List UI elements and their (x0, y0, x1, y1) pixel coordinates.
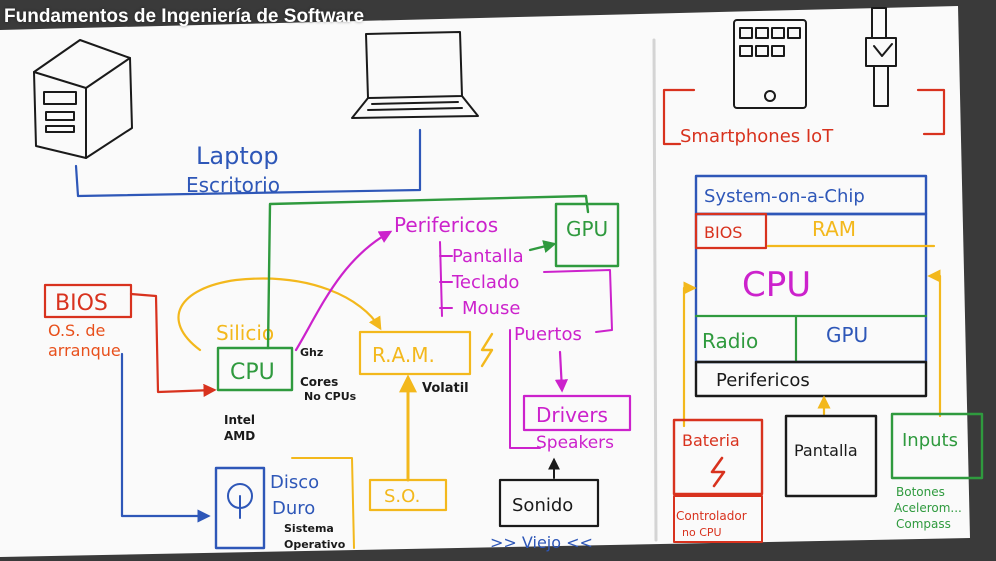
ghz-label: Ghz (300, 346, 323, 359)
silicio-loop (177, 277, 382, 352)
puertos-label: Puertos (514, 324, 582, 345)
pantalla-label: Pantalla (452, 246, 524, 267)
sistema-label: Sistema (284, 522, 334, 535)
soc-cpu-label: CPU (742, 265, 811, 305)
laptop-label: Laptop (196, 142, 279, 170)
ram-box (358, 330, 472, 376)
silicio-label: Silicio (216, 321, 274, 345)
disco-so-bracket (291, 457, 355, 549)
cpu-to-perifericos-arrow (294, 230, 393, 352)
soc-bios-cell (694, 212, 768, 250)
controlador-label: Controlador (676, 509, 747, 523)
bateria-box (672, 418, 764, 496)
inputs-to-soc-arrow (927, 269, 942, 418)
no-cpus-label: No CPUs (304, 390, 357, 403)
smartphones-iot-label: Smartphones IoT (680, 126, 834, 147)
bios-to-disco-arrow (120, 352, 211, 523)
viejo-label: >> Viejo << (490, 533, 593, 552)
no-cpu-label: no CPU (682, 526, 722, 539)
gpu-box-label: GPU (566, 217, 608, 241)
disco-duro-icon (214, 466, 266, 550)
operativo-label: Operativo (284, 538, 346, 551)
pantalla-box-label: Pantalla (794, 441, 858, 460)
smartphone-icon (733, 19, 807, 109)
pantalla-to-gpu-arrow (528, 240, 557, 253)
escritorio-label: Escritorio (186, 173, 280, 197)
so-box-label: S.O. (384, 486, 420, 507)
duro-label: Duro (272, 498, 315, 519)
puertos-to-drivers-arrow (554, 350, 569, 393)
soc-perifericos-cell (694, 360, 928, 398)
bios-box-label: BIOS (55, 291, 108, 316)
bios-note-arranque: arranque (48, 341, 121, 360)
soc-radio-label: Radio (702, 329, 758, 353)
drivers-box (522, 394, 632, 432)
speakers-label: Speakers (536, 433, 614, 453)
soc-gpu-label: GPU (826, 323, 868, 347)
controlador-box (673, 495, 763, 543)
puertos-tree-line (509, 329, 541, 449)
lightning-icon (480, 332, 494, 368)
soc-radio-gpu-lines (694, 314, 928, 364)
soc-perifericos-label: Perifericos (716, 370, 810, 391)
sonido-box-label: Sonido (512, 495, 573, 516)
mouse-label: Mouse (462, 298, 520, 319)
cores-label: Cores (300, 375, 338, 389)
soc-ram-label: RAM (812, 217, 856, 241)
bateria-to-soc-arrow (682, 281, 697, 428)
smartphones-iot-bracket (662, 88, 946, 146)
amd-label: AMD (224, 429, 255, 443)
cpu-box (216, 346, 294, 392)
compass-label: Compass (896, 517, 951, 531)
ram-box-label: R.A.M. (372, 343, 435, 367)
perifericos-label: Perifericos (394, 213, 498, 237)
soc-label: System-on-a-Chip (704, 186, 865, 207)
laptop-escritorio-bracket (74, 128, 422, 198)
desktop-computer-icon (33, 39, 133, 159)
sonido-box (498, 478, 600, 528)
inputs-box-label: Inputs (902, 430, 958, 451)
cpu-box-label: CPU (230, 360, 275, 385)
disco-label: Disco (270, 472, 319, 493)
botones-label: Botones (896, 485, 945, 499)
soc-bios-label: BIOS (704, 223, 742, 242)
page-title: Fundamentos de Ingeniería de Software (4, 6, 365, 27)
laptop-icon (351, 31, 479, 119)
board-divider (652, 38, 658, 542)
perifericos-tree-line (439, 241, 443, 317)
intel-label: Intel (224, 413, 255, 427)
drivers-box-label: Drivers (536, 403, 608, 427)
bios-to-cpu-arrow (129, 292, 217, 397)
perifericos-bracket (543, 269, 613, 333)
acelerom-label: Acelerom... (894, 501, 962, 515)
gpu-box (554, 202, 620, 268)
perifericos-tree-branches (439, 255, 453, 309)
inputs-box (890, 412, 984, 480)
smartwatch-icon (865, 7, 897, 107)
teclado-label: Teclado (451, 272, 519, 293)
battery-lightning-icon (710, 456, 726, 488)
volatil-label: Volatil (422, 381, 469, 396)
bios-box (43, 283, 133, 319)
pantalla-box (784, 414, 878, 498)
bateria-label: Bateria (682, 431, 740, 450)
bios-note-os: O.S. de (48, 321, 105, 340)
